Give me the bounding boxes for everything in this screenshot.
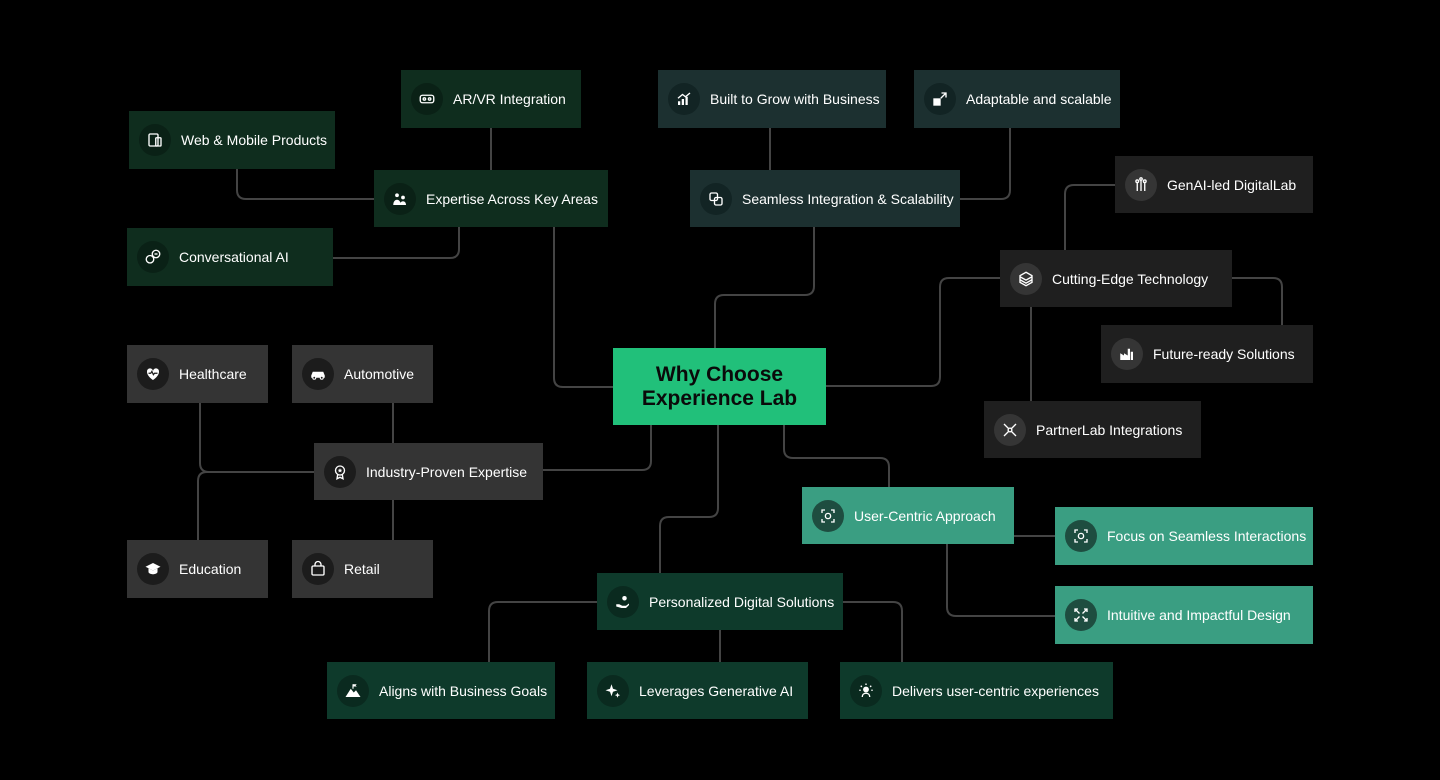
ai-circuit-icon [1125,168,1157,201]
node-seamless-integration[interactable]: Seamless Integration & Scalability [690,170,960,227]
link-industry-to-education [197,471,314,540]
node-label: Expertise Across Key Areas [426,190,598,207]
car-icon [302,358,334,390]
node-education[interactable]: Education [127,540,268,598]
link-personalized-to-aligns [488,601,597,662]
heart-pulse-icon [137,358,169,390]
node-user-centric-approach[interactable]: User-Centric Approach [802,487,1014,544]
node-label: Leverages Generative AI [639,682,794,699]
devices-icon [139,124,171,156]
link-cutting-edge-to-future [1232,277,1283,325]
focus-target-icon [1065,520,1097,552]
node-expertise-across-key-areas[interactable]: Expertise Across Key Areas [374,170,608,227]
node-conversational-ai[interactable]: Conversational AI [127,228,333,286]
node-label: AR/VR Integration [453,91,566,107]
link-center-to-industry [543,425,652,471]
node-label: Education [179,561,242,577]
node-label: User-Centric Approach [854,507,996,524]
link-center-to-personalized [659,425,719,573]
node-label: Aligns with Business Goals [379,682,548,699]
node-label: Future-ready Solutions [1153,346,1295,362]
node-label: Conversational AI [179,249,289,265]
node-personalized-digital-solutions[interactable]: Personalized Digital Solutions [597,573,843,630]
node-label: Built to Grow with Business [710,91,880,107]
shopping-bag-icon [302,553,334,585]
node-label: PartnerLab Integrations [1036,421,1183,438]
mountain-flag-icon [337,674,369,707]
link-expertise-to-center [553,227,613,388]
central-node-line-1: Why Choose [655,362,784,386]
node-delivers-user-centric[interactable]: Delivers user-centric experiences [840,662,1113,719]
link-cutting-edge-to-genai [1064,184,1115,250]
node-healthcare[interactable]: Healthcare [127,345,268,403]
node-retail[interactable]: Retail [292,540,433,598]
node-label: GenAI-led DigitalLab [1167,176,1297,193]
resize-icon [924,83,956,115]
node-label: Delivers user-centric experiences [892,682,1099,699]
node-leverages-generative-ai[interactable]: Leverages Generative AI [587,662,808,719]
node-intuitive-impactful-design[interactable]: Intuitive and Impactful Design [1055,586,1313,644]
sparkle-icon [597,674,629,707]
focus-target-icon [812,499,844,532]
link-web-mobile-to-expertise [236,169,374,200]
node-industry-proven-expertise[interactable]: Industry-Proven Expertise [314,443,543,500]
node-built-to-grow[interactable]: Built to Grow with Business [658,70,886,128]
award-icon [324,455,356,488]
node-aligns-business-goals[interactable]: Aligns with Business Goals [327,662,555,719]
link-center-to-cutting-edge [826,277,1000,387]
node-focus-seamless-interactions[interactable]: Focus on Seamless Interactions [1055,507,1313,565]
idea-user-icon [850,674,882,707]
node-automotive[interactable]: Automotive [292,345,433,403]
node-label: Cutting-Edge Technology [1052,270,1209,287]
node-future-ready-solutions[interactable]: Future-ready Solutions [1101,325,1313,383]
central-node-why-choose[interactable]: Why Choose Experience Lab [613,348,826,425]
node-cutting-edge-technology[interactable]: Cutting-Edge Technology [1000,250,1232,307]
expand-arrows-icon [1065,599,1097,631]
node-label: Healthcare [179,366,247,382]
node-web-mobile-products[interactable]: Web & Mobile Products [129,111,335,169]
link-adaptable-to-seamless [960,128,1011,200]
node-label: Automotive [344,366,415,382]
node-label: Focus on Seamless Interactions [1107,528,1307,544]
link-healthcare-to-industry [199,403,314,473]
growth-chart-icon [668,83,700,115]
node-ar-vr-integration[interactable]: AR/VR Integration [401,70,581,128]
node-adaptable-scalable[interactable]: Adaptable and scalable [914,70,1120,128]
graduation-cap-icon [137,553,169,585]
hand-care-icon [607,585,639,618]
team-icon [384,182,416,215]
link-user-centric-to-intuitive [946,544,1055,617]
layers-icon [700,182,732,215]
node-label: Industry-Proven Expertise [366,463,528,480]
node-label: Retail [344,561,380,577]
cube-stack-icon [1010,262,1042,295]
node-label: Personalized Digital Solutions [649,593,835,610]
chat-bubbles-icon [137,241,169,273]
node-label: Adaptable and scalable [966,91,1112,107]
node-label: Intuitive and Impactful Design [1107,607,1291,623]
vr-headset-icon [411,83,443,115]
node-label: Seamless Integration & Scalability [742,190,954,207]
node-partnerlab-integrations[interactable]: PartnerLab Integrations [984,401,1201,458]
link-personalized-to-delivers [843,601,903,662]
node-genai-digitallab[interactable]: GenAI-led DigitalLab [1115,156,1313,213]
network-icon [994,413,1026,446]
link-seamless-to-center [714,227,815,348]
central-node-line-2: Experience Lab [641,386,798,410]
factory-icon [1111,338,1143,370]
node-label: Web & Mobile Products [181,132,328,148]
link-expertise-to-conversational [333,227,460,259]
link-center-to-user-centric [783,425,890,487]
